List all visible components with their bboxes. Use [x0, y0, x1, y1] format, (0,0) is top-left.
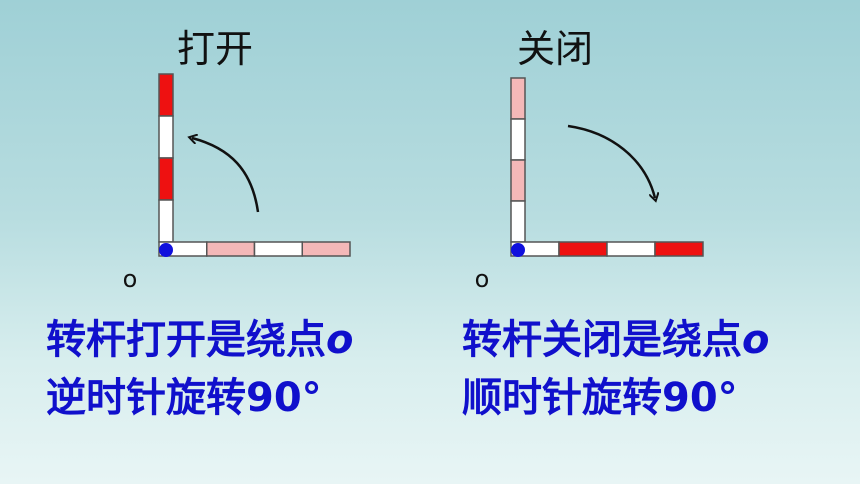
bar-segment — [510, 200, 526, 243]
bar-segment — [158, 73, 174, 117]
bar-segment — [510, 118, 526, 161]
bar-segment — [606, 241, 656, 257]
open-origin-label: o — [123, 265, 138, 293]
bar-segment — [206, 241, 256, 257]
close-title: 关闭 — [517, 27, 593, 71]
bar-segment — [253, 241, 303, 257]
close-caption-line1: 转杆关闭是绕点o — [462, 312, 769, 368]
open-pivot-point — [159, 243, 173, 257]
close-panel: 关闭 o — [475, 27, 704, 293]
clockwise-arrow-icon — [567, 124, 655, 198]
close-vertical-bar — [510, 77, 526, 243]
bar-segment — [510, 159, 526, 202]
close-caption-line2: 顺时针旋转90° — [462, 375, 738, 421]
open-caption-text: 转杆打开是绕点 — [46, 317, 326, 363]
open-panel: 打开 o — [123, 27, 351, 293]
close-caption-point: o — [742, 317, 770, 363]
open-horizontal-bar — [158, 241, 351, 257]
open-title: 打开 — [177, 27, 253, 71]
counterclockwise-arrow-icon — [192, 138, 260, 213]
close-origin-label: o — [475, 265, 490, 293]
open-caption-line2: 逆时针旋转90° — [46, 375, 322, 421]
bar-segment — [158, 157, 174, 201]
bar-segment — [510, 77, 526, 120]
close-caption-text: 转杆关闭是绕点 — [462, 317, 742, 363]
bar-segment — [158, 199, 174, 243]
open-caption-line1: 转杆打开是绕点o — [46, 312, 353, 368]
open-caption-point: o — [326, 317, 354, 363]
bar-segment — [654, 241, 704, 257]
open-vertical-bar — [158, 73, 174, 243]
close-horizontal-bar — [510, 241, 704, 257]
bar-segment — [158, 115, 174, 159]
bar-segment — [301, 241, 351, 257]
close-pivot-point — [511, 243, 525, 257]
bar-segment — [558, 241, 608, 257]
